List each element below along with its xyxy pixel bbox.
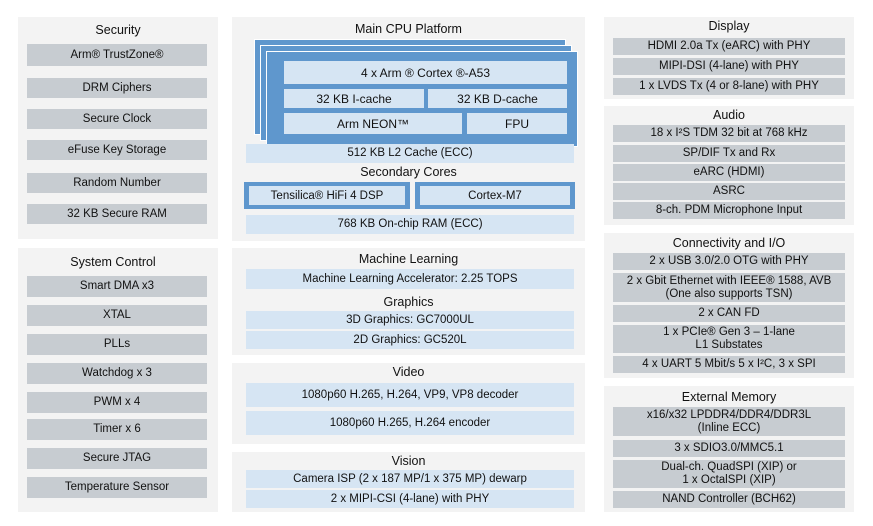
mem-nand: NAND Controller (BCH62) (613, 491, 845, 508)
conn-pcie: 1 x PCIe® Gen 3 – 1-lane L1 Substates (613, 325, 845, 353)
sysctl-xtal: XTAL (27, 305, 207, 326)
dsp-core-block: Tensilica® HiFi 4 DSP (244, 182, 410, 209)
cpu-dcache: 32 KB D-cache (428, 89, 567, 108)
mem-sdio: 3 x SDIO3.0/MMC5.1 (613, 440, 845, 457)
audio-asrc: ASRC (613, 183, 845, 200)
system-control-title: System Control (70, 255, 156, 269)
audio-earc: eARC (HDMI) (613, 164, 845, 181)
connectivity-panel: Connectivity and I/O 2 x USB 3.0/2.0 OTG… (604, 233, 854, 378)
audio-spdif: SP/DIF Tx and Rx (613, 145, 845, 162)
m7-core-block: Cortex-M7 (415, 182, 575, 209)
vision-isp: Camera ISP (2 x 187 MP/1 x 375 MP) dewar… (246, 470, 574, 488)
ml-accelerator: Machine Learning Accelerator: 2.25 TOPS (246, 269, 574, 289)
security-panel: Security Arm® TrustZone® DRM Ciphers Sec… (18, 17, 218, 239)
connectivity-title: Connectivity and I/O (672, 236, 786, 250)
display-mipi-dsi: MIPI-DSI (4-lane) with PHY (613, 58, 845, 75)
memory-title: External Memory (681, 390, 777, 404)
display-title: Display (708, 19, 750, 33)
conn-can: 2 x CAN FD (613, 305, 845, 322)
cpu-fpu: FPU (467, 113, 567, 134)
video-decoder: 1080p60 H.265, H.264, VP9, VP8 decoder (246, 383, 574, 407)
sysctl-secure-jtag: Secure JTAG (27, 448, 207, 469)
system-control-panel: System Control Smart DMA x3 XTAL PLLs Wa… (18, 248, 218, 512)
cpu-core-block: 4 x Arm ® Cortex ®-A53 32 KB I-cache 32 … (272, 55, 576, 139)
security-random-number: Random Number (27, 173, 207, 193)
ml-title: Machine Learning (358, 252, 459, 266)
sysctl-smart-dma: Smart DMA x3 (27, 276, 207, 297)
mem-lpddr: x16/x32 LPDDR4/DDR4/DDR3L (Inline ECC) (613, 407, 845, 436)
security-trustzone: Arm® TrustZone® (27, 44, 207, 66)
conn-usb: 2 x USB 3.0/2.0 OTG with PHY (613, 253, 845, 270)
graphics-2d: 2D Graphics: GC520L (246, 331, 574, 349)
onchip-ram: 768 KB On-chip RAM (ECC) (246, 215, 574, 234)
vision-title: Vision (391, 454, 426, 468)
sysctl-timer: Timer x 6 (27, 419, 207, 440)
cpu-panel: Main CPU Platform 4 x Arm ® Cortex ®-A53… (232, 17, 585, 241)
mem-quadspi: Dual-ch. QuadSPI (XIP) or 1 x OctalSPI (… (613, 460, 845, 488)
external-memory-panel: External Memory x16/x32 LPDDR4/DDR4/DDR3… (604, 386, 854, 512)
security-drm-ciphers: DRM Ciphers (27, 78, 207, 98)
security-efuse: eFuse Key Storage (27, 140, 207, 160)
graphics-title: Graphics (383, 295, 434, 309)
audio-panel: Audio 18 x I²S TDM 32 bit at 768 kHz SP/… (604, 106, 854, 225)
audio-pdm: 8-ch. PDM Microphone Input (613, 202, 845, 219)
ml-graphics-panel: Machine Learning Machine Learning Accele… (232, 248, 585, 355)
secondary-cores-title: Secondary Cores (360, 165, 457, 179)
cpu-neon: Arm NEON™ (284, 113, 462, 134)
cpu-title: Main CPU Platform (355, 22, 462, 36)
cpu-core-label: 4 x Arm ® Cortex ®-A53 (284, 61, 567, 84)
video-encoder: 1080p60 H.265, H.264 encoder (246, 411, 574, 435)
audio-i2s: 18 x I²S TDM 32 bit at 768 kHz (613, 125, 845, 142)
security-secure-clock: Secure Clock (27, 109, 207, 129)
display-panel: Display HDMI 2.0a Tx (eARC) with PHY MIP… (604, 17, 854, 99)
video-panel: Video 1080p60 H.265, H.264, VP9, VP8 dec… (232, 363, 585, 444)
audio-title: Audio (713, 108, 745, 122)
sysctl-pwm: PWM x 4 (27, 392, 207, 413)
conn-uart-i2c-spi: 4 x UART 5 Mbit/s 5 x I²C, 3 x SPI (613, 356, 845, 373)
sysctl-plls: PLLs (27, 334, 207, 355)
vision-panel: Vision Camera ISP (2 x 187 MP/1 x 375 MP… (232, 452, 585, 512)
cpu-icache: 32 KB I-cache (284, 89, 424, 108)
security-secure-ram: 32 KB Secure RAM (27, 204, 207, 224)
sysctl-watchdog: Watchdog x 3 (27, 363, 207, 384)
security-title: Security (95, 23, 141, 37)
conn-ethernet: 2 x Gbit Ethernet with IEEE® 1588, AVB (… (613, 273, 845, 302)
video-title: Video (392, 365, 425, 379)
graphics-3d: 3D Graphics: GC7000UL (246, 311, 574, 329)
m7-core-label: Cortex-M7 (420, 186, 570, 205)
display-hdmi: HDMI 2.0a Tx (eARC) with PHY (613, 38, 845, 55)
display-lvds: 1 x LVDS Tx (4 or 8-lane) with PHY (613, 78, 845, 95)
sysctl-temp-sensor: Temperature Sensor (27, 477, 207, 498)
dsp-core-label: Tensilica® HiFi 4 DSP (249, 186, 405, 205)
cpu-l2-cache: 512 KB L2 Cache (ECC) (246, 144, 574, 163)
vision-csi: 2 x MIPI-CSI (4-lane) with PHY (246, 490, 574, 508)
